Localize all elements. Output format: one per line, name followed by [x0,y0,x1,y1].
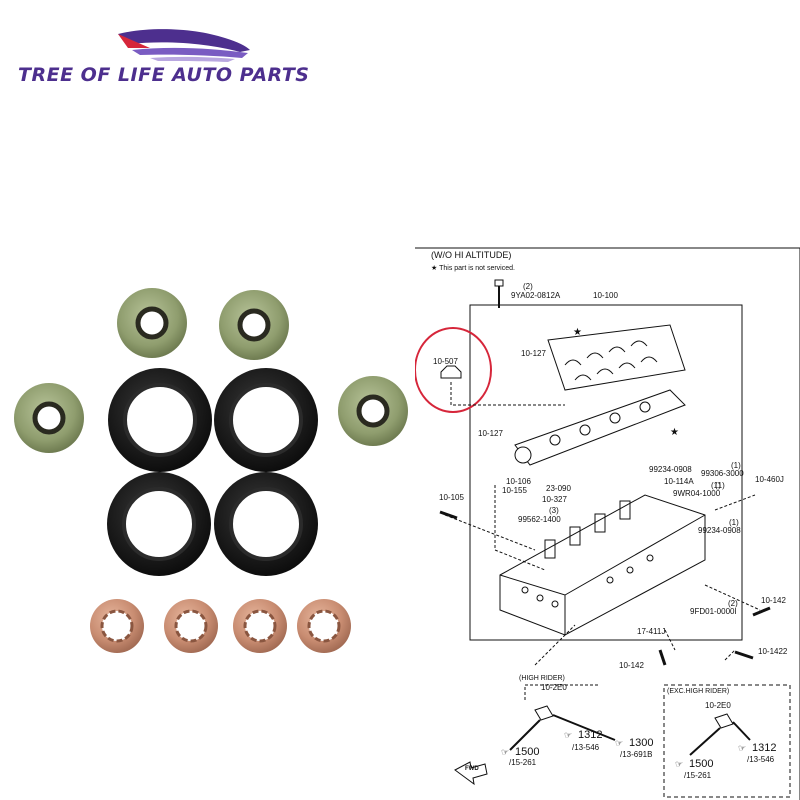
copper-washer [164,599,218,653]
copper-washer [297,599,351,653]
part-label: 10-142 [619,661,644,670]
part-label: 10-106 [506,477,531,486]
part-label: /13-691B [620,750,653,759]
product-photo [14,288,408,653]
black-oil-seal [107,472,211,576]
star-icon: ★ [670,427,679,438]
black-oil-seal [214,472,318,576]
part-label: 1312 [578,729,603,741]
black-oil-seal [108,368,212,472]
part-label: (1) [731,461,741,470]
copper-washer [90,599,144,653]
green-oil-seal [338,376,408,446]
wrench-icon: ☞ [738,743,747,753]
part-label: 99234-0908 [698,526,741,535]
green-oil-seal [219,290,289,360]
part-label: (EXC.HIGH RIDER) [667,688,730,695]
part-label: /15-261 [684,771,712,780]
part-label: 10-327 [542,495,567,504]
brand-logo-car-icon [118,29,250,62]
part-label: 23-090 [546,484,571,493]
part-label: 99306-3000 [701,469,744,478]
part-label: (HIGH RIDER) [519,675,565,682]
part-label: 10-155 [502,486,527,495]
wrench-icon: ☞ [615,738,624,748]
green-oil-seal [14,383,84,453]
part-label: 10-2E0 [541,683,567,692]
wrench-icon: ☞ [675,759,684,769]
part-label: (1) [711,481,721,490]
part-label: 10-100 [593,291,618,300]
diagram-title: (W/O HI ALTITUDE) [431,250,512,260]
part-label: 10-507 [433,357,458,366]
part-label: (3) [549,506,559,515]
part-label: 10-127 [478,429,503,438]
part-label: /13-546 [572,743,600,752]
part-label: 99234-0908 [649,465,692,474]
part-label: 10-105 [439,493,464,502]
part-label: 1312 [752,742,777,754]
part-label: 10-127 [521,349,546,358]
part-label: 99562-1400 [518,515,561,524]
part-label: (2) [728,599,738,608]
brand-name: TREE OF LIFE AUTO PARTS [18,64,310,86]
green-oil-seal [117,288,187,358]
diagram-drawing [415,247,800,800]
highlight-circle [415,327,492,413]
fwd-arrow-label: FWD [465,766,479,772]
part-label: /13-546 [747,755,775,764]
part-label: (1) [729,518,739,527]
part-label: 10-2E0 [705,701,731,710]
part-label: 1500 [689,758,714,770]
wrench-icon: ☞ [501,747,510,757]
part-label: 9FD01-0000I [690,607,737,616]
part-label: 1300 [629,737,654,749]
part-label: /15-261 [509,758,537,767]
part-label: (1) [715,481,725,490]
part-label: 1500 [515,746,540,758]
copper-washer [233,599,287,653]
part-label: 10-1422 [758,647,788,656]
part-label: (2) [523,282,533,291]
part-label: 10-460J [755,475,784,484]
part-label: 17-411J [637,627,666,636]
part-label: 9YA02-0812A [511,291,561,300]
wrench-icon: ☞ [564,730,573,740]
part-label: 9WR04-1000 [673,489,721,498]
part-label: 10-114A [664,477,694,486]
part-label: 10-142 [761,596,786,605]
diagram-note: ★ This part is not serviced. [431,265,515,272]
parts-diagram: (W/O HI ALTITUDE) ★ This part is not ser… [415,240,800,800]
star-icon: ★ [573,327,582,338]
black-oil-seal [214,368,318,472]
